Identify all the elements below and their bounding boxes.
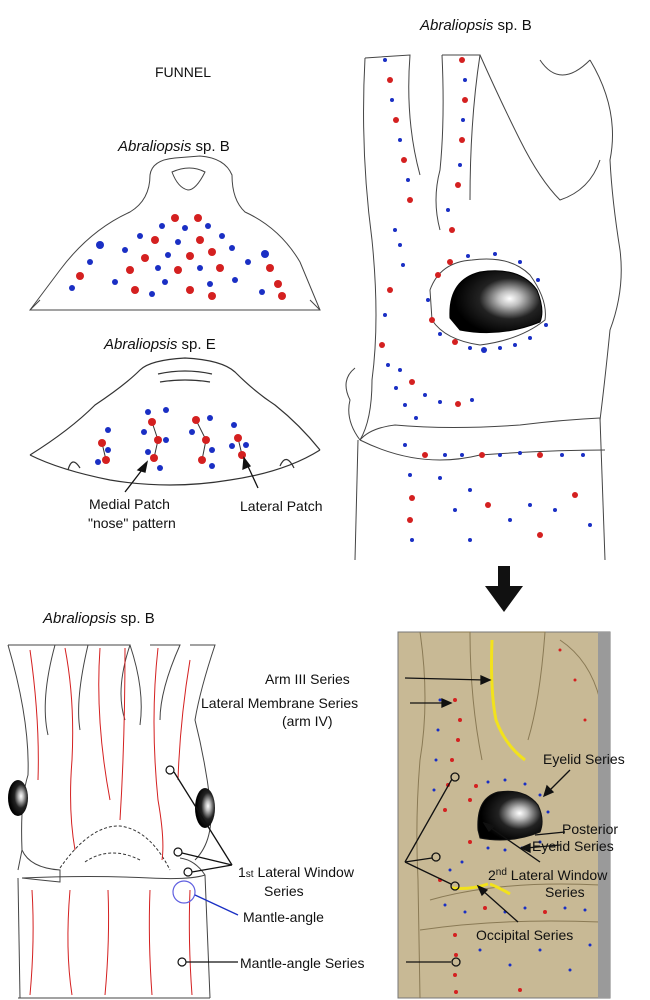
mantle-angle-label: Mantle-angle bbox=[243, 909, 324, 925]
mantle-angle-series-label: Mantle-angle Series bbox=[240, 955, 365, 971]
eye-dorsal-left bbox=[8, 780, 28, 816]
photo-markers bbox=[431, 772, 461, 967]
second-lateral-suffix: nd bbox=[496, 867, 507, 878]
eye-photo bbox=[477, 790, 543, 841]
first-lateral-text: Lateral Window bbox=[254, 864, 355, 880]
eye-side bbox=[449, 270, 543, 334]
svg-text:Abraliopsis sp. E: Abraliopsis sp. E bbox=[103, 336, 216, 353]
head-side-dots bbox=[379, 57, 592, 542]
funnel-title: FUNNEL bbox=[155, 64, 211, 80]
species-suffix: sp. B bbox=[493, 17, 531, 34]
species-name: Abraliopsis bbox=[42, 610, 117, 627]
lateral-membrane-label: Lateral Membrane Series bbox=[201, 695, 358, 711]
funnel-sp-e-photophores bbox=[101, 419, 243, 461]
first-lateral-series: Series bbox=[264, 883, 304, 899]
dorsal-red-lines bbox=[29, 647, 193, 996]
lateral-patch-label: Lateral Patch bbox=[240, 498, 323, 514]
photo-leaders bbox=[404, 674, 571, 963]
second-lateral-series: Series bbox=[545, 884, 585, 900]
second-lateral-label: 2nd Lateral Window bbox=[488, 867, 608, 883]
species-name: Abraliopsis bbox=[103, 336, 178, 353]
medial-patch-label-2: "nose" pattern bbox=[88, 515, 176, 531]
svg-text:1st Lateral Window: 1st Lateral Window bbox=[238, 864, 355, 880]
dorsal-drawing bbox=[7, 644, 216, 999]
mantle-angle-circle bbox=[172, 880, 196, 904]
second-lateral-number: 2 bbox=[488, 867, 496, 883]
dorsal-markers bbox=[165, 765, 193, 967]
funnel-sp-e-title: Abraliopsis sp. E bbox=[103, 336, 216, 353]
arrow-down bbox=[485, 566, 523, 612]
second-lateral-text: Lateral Window bbox=[507, 867, 608, 883]
nuchal-outline bbox=[59, 825, 171, 871]
head-side-title: Abraliopsis sp. B bbox=[419, 17, 532, 34]
eye-dorsal-right bbox=[195, 788, 215, 828]
svg-text:Abraliopsis sp. B: Abraliopsis sp. B bbox=[42, 610, 155, 627]
mantle-angle-leader bbox=[194, 894, 239, 916]
dorsal-leaders bbox=[173, 771, 238, 963]
svg-text:Abraliopsis sp. B: Abraliopsis sp. B bbox=[117, 138, 230, 155]
photo-yellow-lines bbox=[451, 639, 526, 896]
species-name: Abraliopsis bbox=[419, 17, 494, 34]
eyelid-label: Eyelid Series bbox=[543, 751, 625, 767]
first-lateral-label: 1st Lateral Window bbox=[238, 864, 355, 880]
svg-text:2nd Lateral Window: 2nd Lateral Window bbox=[488, 867, 608, 883]
species-name: Abraliopsis bbox=[117, 138, 192, 155]
species-suffix: sp. B bbox=[191, 138, 229, 155]
first-lateral-suffix: st bbox=[246, 869, 254, 880]
occipital-label: Occipital Series bbox=[476, 927, 573, 943]
funnel-sp-b-photophores bbox=[69, 214, 286, 300]
funnel-sp-e-arrows bbox=[124, 456, 259, 493]
funnel-sp-e-drawing bbox=[29, 357, 321, 486]
posterior-eyelid-label-2: Eyelid Series bbox=[532, 838, 614, 854]
posterior-eyelid-label: Posterior bbox=[562, 821, 618, 837]
lateral-membrane-label-2: (arm IV) bbox=[282, 713, 333, 729]
head-side-drawing bbox=[345, 54, 622, 561]
arm3-label: Arm III Series bbox=[265, 671, 350, 687]
funnel-sp-b-drawing bbox=[29, 155, 321, 311]
photo-dots bbox=[432, 648, 592, 994]
funnel-sp-b-title: Abraliopsis sp. B bbox=[117, 138, 230, 155]
dorsal-title: Abraliopsis sp. B bbox=[42, 610, 155, 627]
species-suffix: sp. E bbox=[177, 336, 215, 353]
funnel-sp-e-dots bbox=[95, 407, 249, 471]
species-suffix: sp. B bbox=[116, 610, 154, 627]
first-lateral-number: 1 bbox=[238, 864, 246, 880]
medial-patch-label: Medial Patch bbox=[89, 496, 170, 512]
svg-text:Abraliopsis sp. B: Abraliopsis sp. B bbox=[419, 17, 532, 34]
